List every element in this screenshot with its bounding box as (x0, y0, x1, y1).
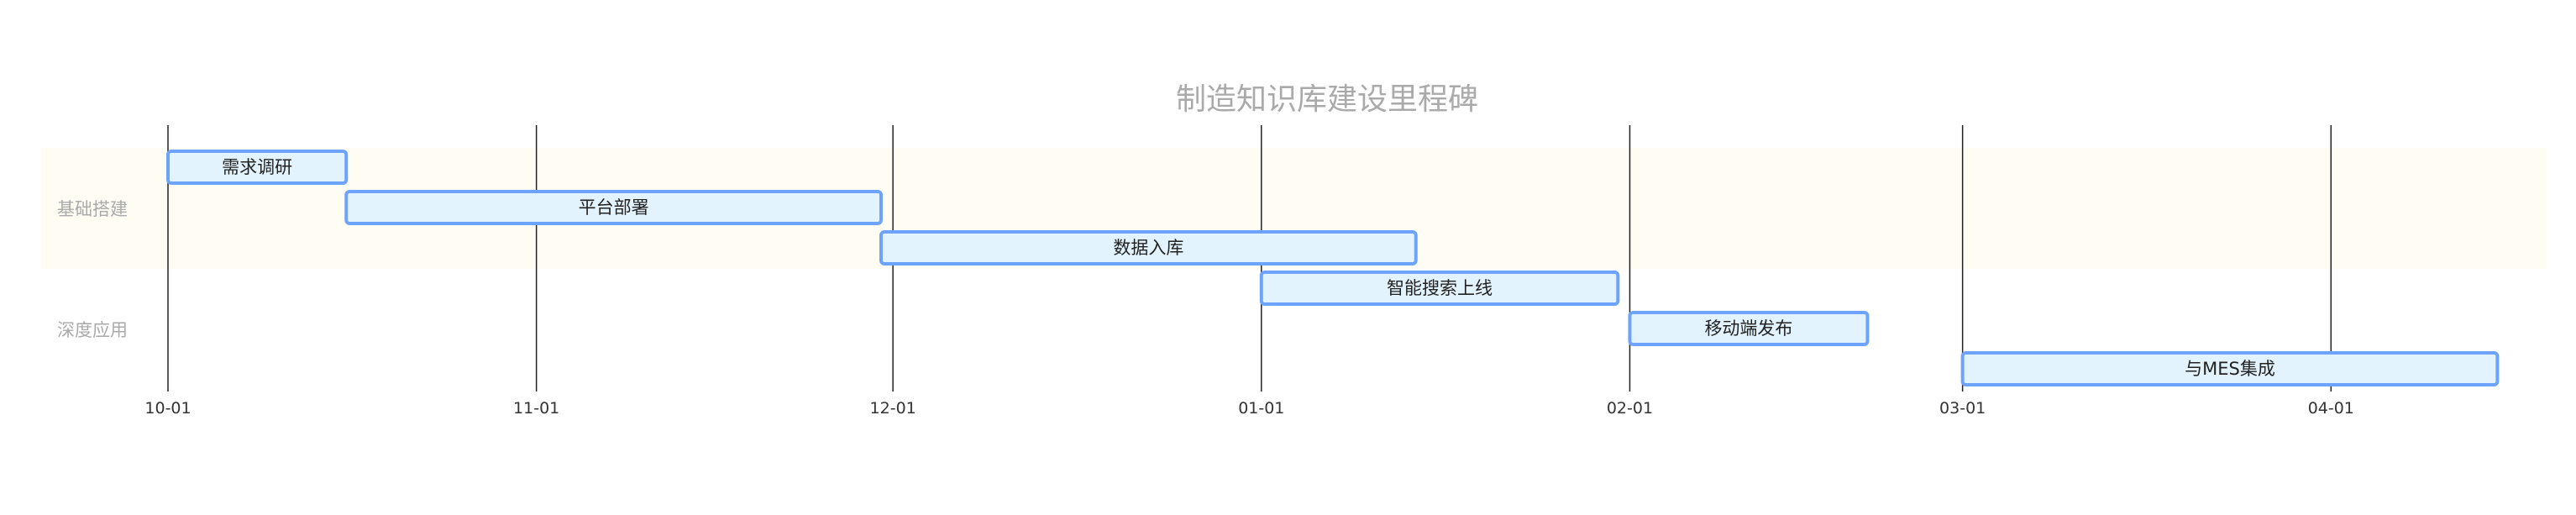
tick-label: 12-01 (870, 399, 916, 418)
section-label: 深度应用 (57, 320, 128, 340)
task-label: 平台部署 (579, 197, 649, 218)
task-label: 需求调研 (222, 157, 292, 177)
chart-title: 制造知识库建设里程碑 (1176, 82, 1478, 117)
tick-label: 11-01 (513, 399, 559, 418)
task-label: 与MES集成 (2185, 359, 2275, 379)
task-bar (166, 150, 349, 185)
section-label: 基础搭建 (57, 199, 128, 219)
task-label: 移动端发布 (1704, 318, 1792, 339)
tick-label: 01-01 (1238, 399, 1284, 418)
tick-label: 03-01 (1939, 399, 1986, 418)
task-bar (344, 190, 883, 225)
task-label: 数据入库 (1113, 238, 1183, 258)
task-label: 智能搜索上线 (1387, 278, 1493, 298)
task-bar (879, 230, 1418, 265)
tick-label: 10-01 (144, 399, 191, 418)
task-bar (1259, 271, 1620, 306)
task-bar (1628, 311, 1870, 346)
tick-label: 04-01 (2308, 399, 2354, 418)
task-bar (1960, 351, 2500, 386)
tick-label: 02-01 (1607, 399, 1653, 418)
